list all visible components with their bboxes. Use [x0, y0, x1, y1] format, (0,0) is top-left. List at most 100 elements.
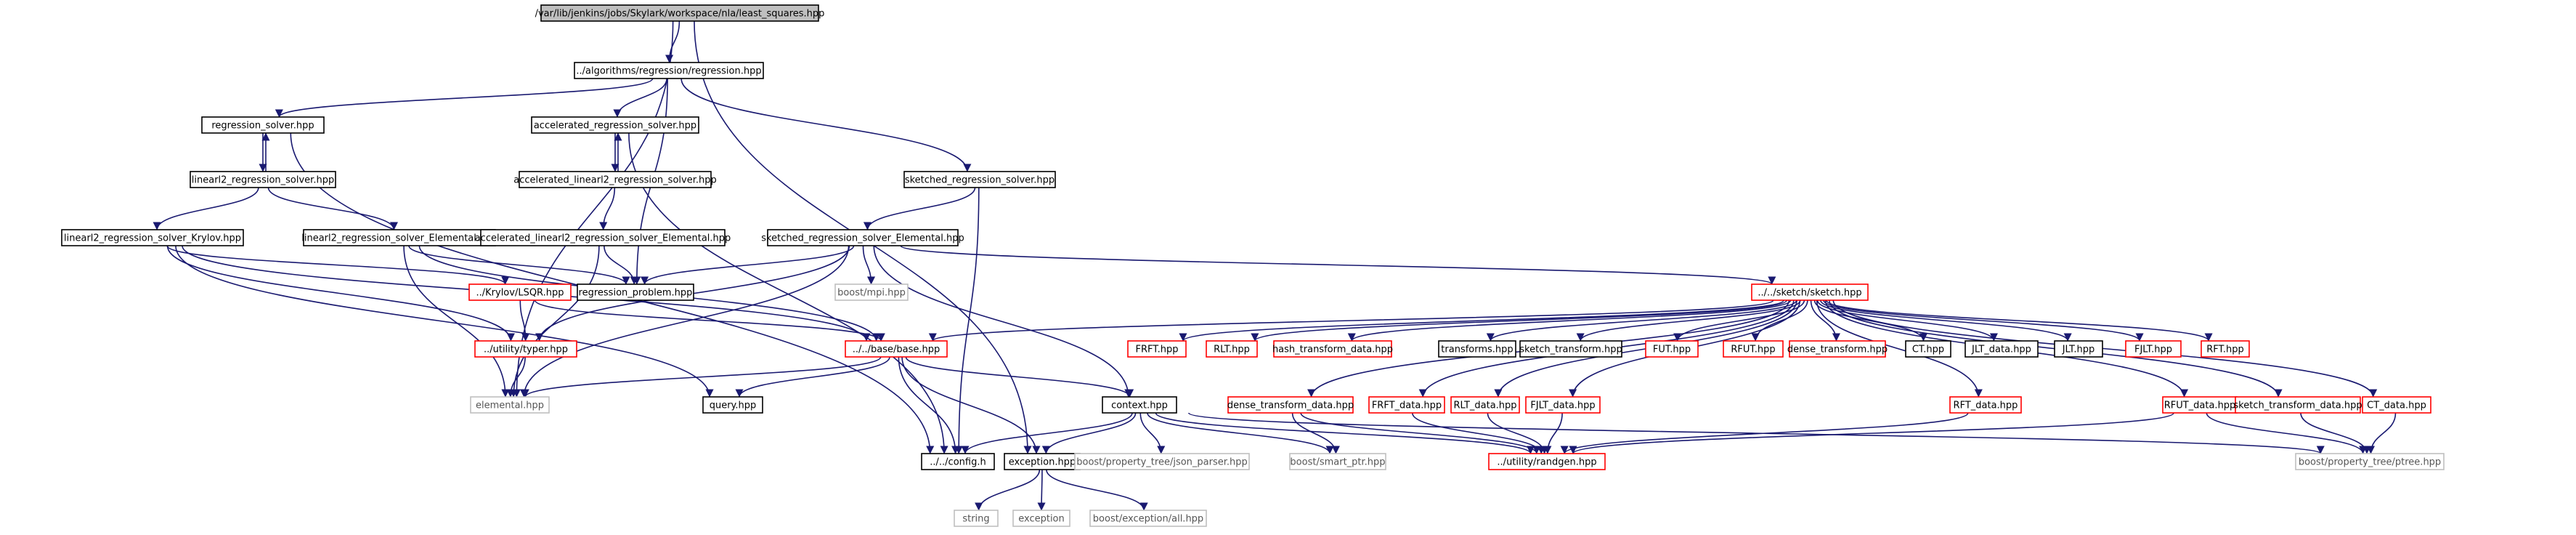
node-box-accel_linearl2_elemental: [480, 229, 726, 246]
node-regression[interactable]: ../algorithms/regression/regression.hpp: [574, 62, 764, 79]
edge-linearl2_krylov-to-krylov_lsqr: [166, 245, 510, 285]
node-context[interactable]: context.hpp: [1102, 396, 1177, 414]
node-box-query: [702, 396, 763, 414]
node-box-rfut: [1723, 340, 1784, 358]
node-rfut[interactable]: RFUT.hpp: [1723, 340, 1784, 358]
node-boost_mpi: boost/mpi.hpp: [834, 283, 909, 301]
edge-base_base-to-exception: [901, 356, 1041, 454]
node-fjlt[interactable]: FJLT.hpp: [2125, 340, 2182, 358]
node-exception[interactable]: exception.hpp: [1004, 453, 1081, 470]
node-fjlt_data[interactable]: FJLT_data.hpp: [1525, 396, 1601, 414]
node-box-boost_exc_all: [1089, 510, 1207, 527]
edge-sketched_elemental-to-sketch: [900, 245, 1776, 285]
node-regression_problem[interactable]: regression_problem.hpp: [577, 283, 694, 301]
node-box-fjlt_data: [1525, 396, 1601, 414]
node-label-sketched_solver: sketched_regression_solver.hpp: [905, 175, 1055, 186]
edge-exception-to-string: [975, 469, 1041, 511]
edge-frft_data-to-randgen: [1411, 412, 1545, 454]
node-box-rft: [2201, 340, 2250, 358]
node-query[interactable]: query.hpp: [702, 396, 763, 414]
node-dense_transform_data[interactable]: dense_transform_data.hpp: [1227, 396, 1354, 414]
node-box-string: [954, 510, 999, 527]
node-label-string: string: [962, 514, 989, 525]
edge-base_base-to-elemental: [521, 356, 882, 398]
node-label-linearl2: linearl2_regression_solver.hpp: [192, 175, 334, 186]
node-box-krylov_lsqr: [468, 283, 572, 301]
node-box-regression_solver: [201, 116, 325, 134]
node-linearl2_elemental[interactable]: linearl2_regression_solver_Elemental.hpp: [301, 229, 497, 246]
node-sketch_transform_data[interactable]: sketch_transform_data.hpp: [2233, 396, 2362, 414]
node-rft_data[interactable]: RFT_data.hpp: [1949, 396, 2022, 414]
node-rlt_data[interactable]: RLT_data.hpp: [1450, 396, 1520, 414]
node-sketched_solver[interactable]: sketched_regression_solver.hpp: [903, 171, 1056, 188]
node-label-krylov_lsqr: ../Krylov/LSQR.hpp: [476, 288, 564, 299]
node-label-elemental: elemental.hpp: [476, 401, 544, 411]
node-regression_solver[interactable]: regression_solver.hpp: [201, 116, 325, 134]
node-frft_data[interactable]: FRFT_data.hpp: [1368, 396, 1445, 414]
node-label-context: context.hpp: [1111, 401, 1168, 411]
node-rlt[interactable]: RLT.hpp: [1206, 340, 1258, 358]
node-box-ct_data: [2362, 396, 2431, 414]
node-fut[interactable]: FUT.hpp: [1645, 340, 1699, 358]
node-frft[interactable]: FRFT.hpp: [1127, 340, 1187, 358]
edge-sketch_transform_data-to-ptree: [2300, 412, 2371, 454]
node-ct[interactable]: CT.hpp: [1905, 340, 1951, 358]
node-utility_typer[interactable]: ../utility/typer.hpp: [474, 340, 577, 358]
node-label-ct_data: CT_data.hpp: [2367, 401, 2426, 411]
node-rft[interactable]: RFT.hpp: [2201, 340, 2250, 358]
edge-linearl2_krylov-to-utility_typer: [166, 245, 515, 342]
node-box-json_parser: [1074, 453, 1250, 470]
edge-sketch-to-base_base: [929, 299, 1774, 342]
node-ct_data[interactable]: CT_data.hpp: [2362, 396, 2431, 414]
node-box-rlt: [1206, 340, 1258, 358]
node-box-jlt_data: [1964, 340, 2039, 358]
node-dense_transform[interactable]: dense_transform.hpp: [1787, 340, 1888, 358]
node-label-json_parser: boost/property_tree/json_parser.hpp: [1076, 457, 1248, 468]
node-config[interactable]: ../../config.h: [921, 453, 995, 470]
node-jlt[interactable]: JLT.hpp: [2054, 340, 2103, 358]
node-box-regression: [574, 62, 764, 79]
node-label-config: ../../config.h: [930, 457, 986, 468]
edge-context-to-smart_ptr: [1147, 412, 1334, 454]
node-box-linearl2_krylov: [61, 229, 244, 246]
node-hash_transform_data[interactable]: hash_transform_data.hpp: [1272, 340, 1393, 358]
node-label-linearl2_elemental: linearl2_regression_solver_Elemental.hpp: [301, 233, 497, 244]
node-jlt_data[interactable]: JLT_data.hpp: [1964, 340, 2039, 358]
node-rfut_data[interactable]: RFUT_data.hpp: [2162, 396, 2238, 414]
edge-regression-to-regression_solver: [275, 78, 654, 118]
node-linearl2[interactable]: linearl2_regression_solver.hpp: [190, 171, 336, 188]
node-sketch_transform[interactable]: sketch_transform.hpp: [1519, 340, 1622, 358]
node-base_base[interactable]: ../../base/base.hpp: [845, 340, 948, 358]
node-label-smart_ptr: boost/smart_ptr.hpp: [1290, 457, 1385, 468]
node-label-query: query.hpp: [710, 401, 757, 411]
edge-rft_data-to-randgen: [1560, 412, 1969, 454]
node-box-config: [921, 453, 995, 470]
node-exception_ext: exception: [1012, 510, 1070, 527]
node-box-smart_ptr: [1289, 453, 1386, 470]
edge-sketch-to-sketch_transform_data: [1829, 299, 2283, 398]
node-box-ct: [1905, 340, 1951, 358]
node-root[interactable]: /var/lib/jenkins/jobs/Skylark/workspace/…: [535, 4, 825, 22]
node-label-jlt_data: JLT_data.hpp: [1971, 345, 2031, 355]
node-accel_solver[interactable]: accelerated_regression_solver.hpp: [531, 116, 699, 134]
node-label-regression: ../algorithms/regression/regression.hpp: [576, 66, 761, 77]
node-randgen[interactable]: ../utility/randgen.hpp: [1488, 453, 1606, 470]
edge-rfut_data-to-ptree: [2206, 412, 2368, 454]
edge-sketched_elemental-to-boost_mpi: [862, 245, 876, 285]
node-transforms[interactable]: transforms.hpp: [1438, 340, 1516, 358]
node-krylov_lsqr[interactable]: ../Krylov/LSQR.hpp: [468, 283, 572, 301]
node-label-utility_typer: ../utility/typer.hpp: [484, 345, 568, 355]
edge-sketch-to-rft: [1826, 299, 2213, 342]
edge-sketch-to-fjlt: [1823, 299, 2144, 342]
node-label-root: /var/lib/jenkins/jobs/Skylark/workspace/…: [535, 9, 825, 20]
node-sketch[interactable]: ../../sketch/sketch.hpp: [1751, 283, 1869, 301]
node-accel_linearl2_elemental[interactable]: accelerated_linearl2_regression_solver_E…: [475, 229, 731, 246]
node-label-ct: CT.hpp: [1912, 345, 1944, 355]
node-sketched_elemental[interactable]: sketched_regression_solver_Elemental.hpp: [761, 229, 964, 246]
node-linearl2_krylov[interactable]: linearl2_regression_solver_Krylov.hpp: [61, 229, 244, 246]
node-ptree: boost/property_tree/ptree.hpp: [2295, 453, 2445, 470]
node-box-sketch: [1751, 283, 1869, 301]
edge-sketch-to-frft: [1179, 299, 1784, 342]
node-accel_linearl2[interactable]: accelerated_linearl2_regression_solver.h…: [513, 171, 717, 188]
